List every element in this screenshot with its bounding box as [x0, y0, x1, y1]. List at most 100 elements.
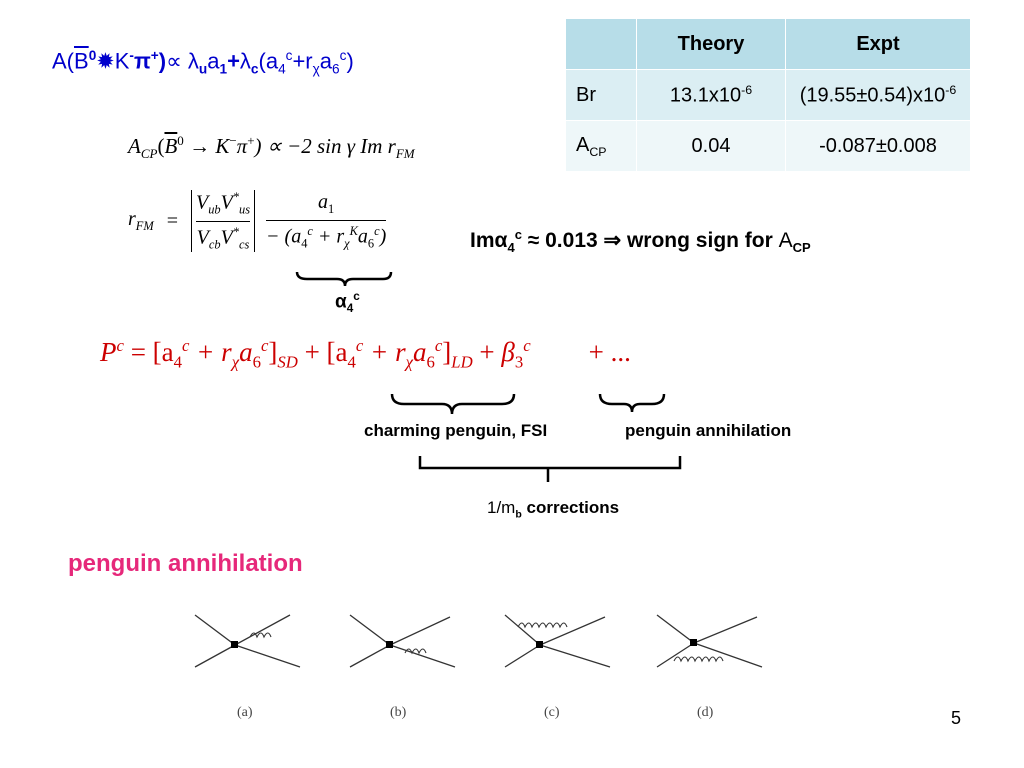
decay-arrow-icon: ✹	[96, 48, 115, 74]
acp-sub: CP	[589, 144, 607, 159]
pc-chi2: χ	[405, 352, 413, 372]
plus: +	[227, 48, 240, 74]
corr-pre: 1/m	[487, 498, 516, 517]
v-us: V	[220, 191, 233, 214]
pc-a6: a	[239, 337, 253, 367]
table-row: Br 13.1x10-6 (19.55±0.54)x10-6	[565, 69, 971, 121]
chi: χ	[312, 61, 320, 77]
amp-open: A(	[52, 48, 74, 74]
sup-c2: c	[339, 48, 347, 63]
pc-plus-r: + r	[189, 337, 232, 367]
pc-plus-open: + [a	[297, 337, 348, 367]
amplitude-formula: A(B0✹K-π+)∝ λua1+λc(a4c+rχa6c)	[52, 48, 354, 77]
rfm-formula: rFM = VubV*us VcbV*cs a1 − (a4c + rχKa6c…	[128, 190, 387, 253]
acp-expt-cell: -0.087±0.008	[785, 120, 971, 172]
v-cb: V	[196, 226, 209, 249]
b-zero: 0	[88, 48, 97, 63]
ckm-denominator: VcbV*cs	[195, 220, 251, 253]
pc-eq: = [a	[123, 337, 174, 367]
us-sub: us	[239, 202, 251, 217]
acp-expt-err: 0.008	[886, 134, 937, 157]
a-numerator: a1	[266, 191, 386, 220]
acp-paren: (	[157, 134, 165, 158]
r-chi: χ	[344, 236, 350, 251]
acp-cp: CP	[140, 146, 158, 162]
pc-plus-r2: + r	[363, 337, 406, 367]
lambda-c: λ	[239, 48, 251, 74]
a6-sup: c	[374, 223, 380, 238]
alpha4-alpha: α	[335, 291, 347, 313]
pc-s6: 6	[252, 352, 261, 372]
sub-4: 4	[278, 61, 286, 77]
pc-s6b: 6	[426, 352, 435, 372]
sup-c1: c	[285, 48, 293, 63]
ws-a: A	[778, 229, 793, 252]
a-denominator: − (a4c + rχKa6c)	[266, 219, 387, 252]
a4-sup: c	[307, 223, 313, 238]
acp-formula: ACP(B0 → K−π+) ∝ −2 sin γ Im rFM	[128, 133, 415, 162]
a4-sub: 4	[301, 236, 308, 251]
br-expt-cell: (19.55±0.54)x10-6	[785, 69, 971, 121]
pc-s4c: c	[182, 336, 190, 355]
pc-close-sd: ]	[268, 337, 278, 367]
ckm-ratio: VubV*us VcbV*cs	[190, 190, 256, 253]
v-ub: V	[195, 191, 209, 214]
den-text: − (a	[266, 225, 302, 248]
rfm-equals: =	[166, 209, 178, 232]
a1: a	[318, 190, 329, 213]
acp-theory: 0.04	[636, 120, 786, 172]
implies-icon: ⇒	[603, 229, 622, 252]
corr-post: corrections	[521, 498, 620, 517]
cs-star: *	[232, 224, 239, 239]
pc-s6c: c	[260, 336, 269, 355]
ckm-frac: VubV*us VcbV*cs	[195, 190, 251, 253]
cb-sub: cb	[208, 237, 221, 252]
paren-close: )	[346, 48, 354, 74]
a6: a	[357, 225, 368, 248]
feynman-diagram-a	[194, 614, 301, 668]
pc-c: c	[116, 336, 124, 355]
acp-rhs: ) ∝ −2 sin γ Im r	[254, 134, 396, 158]
br-theory: 13.1x10	[669, 84, 742, 107]
ckm-numerator: VubV*us	[196, 190, 250, 221]
ws-cp: CP	[792, 240, 811, 256]
acp-arrow: → K	[183, 134, 230, 158]
pc-a6b: a	[412, 337, 427, 367]
sub-1: 1	[219, 61, 228, 77]
pc-s4b: 4	[347, 352, 356, 372]
rfm-r: r	[128, 208, 136, 231]
alpha4-sup: c	[353, 290, 360, 303]
ws-im: Im	[470, 229, 495, 252]
label-corrections: 1/mb corrections	[487, 498, 619, 520]
alpha4-brace	[295, 271, 393, 287]
ws-text: wrong sign for	[621, 229, 779, 252]
plus-r: +r	[292, 48, 313, 74]
sub-u: u	[198, 61, 208, 77]
ws-alpha: α	[494, 229, 508, 252]
row-label-br: Br	[565, 69, 637, 121]
pc-p: P	[100, 337, 117, 367]
br-theory-exp: -6	[741, 82, 753, 97]
br-theory-cell: 13.1x10-6	[636, 69, 786, 121]
br-expt-mid: 0.54)x10	[867, 84, 946, 107]
table-header-row: Theory Expt	[565, 18, 971, 70]
label-charming-penguin: charming penguin, FSI	[364, 421, 548, 440]
propto-symbol: ∝	[166, 48, 188, 74]
a1: a	[207, 48, 220, 74]
pc-ld: LD	[451, 352, 473, 372]
den-close: )	[379, 225, 387, 248]
a6: a	[319, 48, 333, 74]
pc-braces	[390, 393, 682, 482]
theory-expt-table: Theory Expt Br 13.1x10-6 (19.55±0.54)x10…	[565, 18, 971, 172]
pc-beta: β	[501, 337, 515, 367]
br-expt-exp: -6	[945, 82, 957, 97]
br-expt: (19.55	[799, 84, 857, 107]
acp-expt-pm: ±	[875, 134, 887, 157]
pc-ellipsis: + ...	[588, 337, 631, 367]
cs-sub: cs	[239, 237, 250, 252]
acp-a: A	[576, 133, 590, 156]
table-row: ACP 0.04 -0.087±0.008	[565, 120, 971, 172]
acp-pi-charge: +	[247, 133, 255, 148]
pc-chi: χ	[231, 352, 240, 372]
diagram-label-d: (d)	[697, 705, 714, 720]
